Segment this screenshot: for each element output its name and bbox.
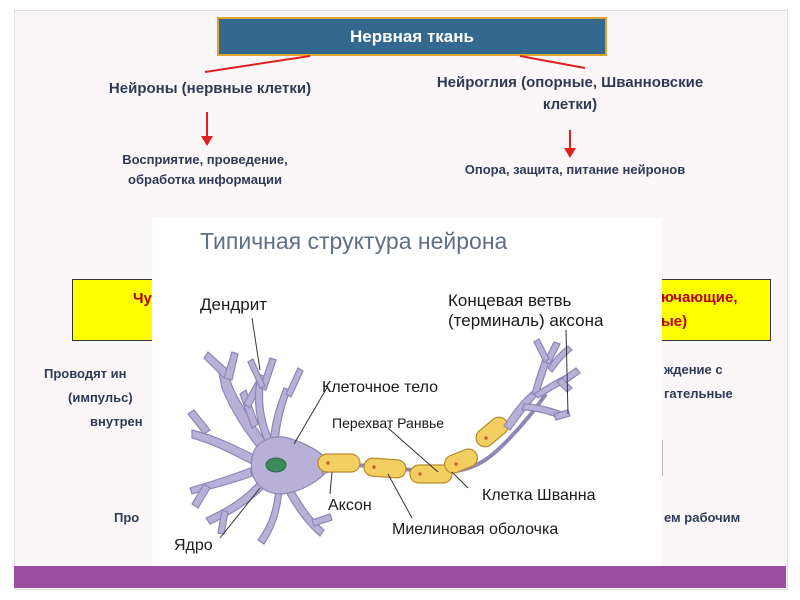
left-side-text: Проводят ин (импульс) внутрен <box>44 362 152 434</box>
schwann-cell <box>363 457 407 479</box>
schwann-cell <box>409 464 453 484</box>
schwann-cell <box>443 448 479 474</box>
connector-lines <box>201 55 586 158</box>
glia-label: Нейроглия (опорные, Шванновские клетки) <box>400 72 740 116</box>
glia-label-line: клетки) <box>542 96 598 113</box>
arrow-down-icon <box>201 112 213 146</box>
right-bottom-text: ем рабочим <box>664 510 741 525</box>
glia-function: Опора, защита, питание нейронов <box>464 162 686 177</box>
arrow-down-icon <box>564 130 576 158</box>
nucleus <box>265 457 287 473</box>
neuron-diagram: Дендрит Концевая ветвь (терминаль) аксон… <box>174 291 604 554</box>
neurons-function-line: обработка информации <box>128 172 282 187</box>
neurons-function-line: Восприятие, проведение, <box>122 152 288 167</box>
left-side-line: внутрен <box>90 414 143 429</box>
label-ranvier: Перехват Ранвье <box>332 415 444 431</box>
label-myelin: Миелиновая оболочка <box>392 521 558 538</box>
label-nucleus: Ядро <box>174 537 213 554</box>
schwann-nuclei <box>326 436 488 476</box>
yellow-box-right-line: ючающие, <box>661 289 738 306</box>
label-cell-body: Клеточное тело <box>322 379 438 396</box>
bottom-bar <box>14 566 786 588</box>
yellow-box-right-line: ые) <box>661 313 688 330</box>
line-to-neurons <box>204 55 311 73</box>
panel-title: Типичная структура нейрона <box>200 228 508 254</box>
label-terminal-1: Концевая ветвь <box>448 291 572 310</box>
left-side-line: Проводят ин <box>44 366 127 381</box>
cell-body <box>250 436 329 495</box>
left-bottom-text: Про <box>114 510 140 525</box>
right-side-text: ждение с гательные <box>664 358 764 406</box>
yellow-box-right: ючающие, ые) <box>645 279 771 341</box>
dendrites <box>187 351 333 545</box>
right-side-line: гательные <box>664 386 733 401</box>
right-side-line: ждение с <box>664 362 723 377</box>
label-schwann: Клетка Шванна <box>482 487 596 504</box>
line-to-glia <box>519 55 586 69</box>
schwann-cell <box>475 416 509 448</box>
neurons-label: Нейроны (нервные клетки) <box>108 80 312 97</box>
label-terminal-2: (терминаль) аксона <box>448 311 604 330</box>
glia-label-line: Нейроглия (опорные, Шванновские <box>436 74 704 91</box>
left-side-line: (импульс) <box>68 390 133 405</box>
page-title: Нервная ткань <box>217 17 607 56</box>
label-dendrite: Дендрит <box>200 295 267 314</box>
schwann-cell <box>317 453 361 473</box>
label-axon: Аксон <box>328 497 372 514</box>
axon <box>331 392 548 475</box>
myelin-sheath <box>317 416 509 484</box>
neurons-function: Восприятие, проведение, обработка информ… <box>80 150 330 190</box>
axon-terminal <box>503 338 581 431</box>
pointer-lines <box>219 317 569 539</box>
